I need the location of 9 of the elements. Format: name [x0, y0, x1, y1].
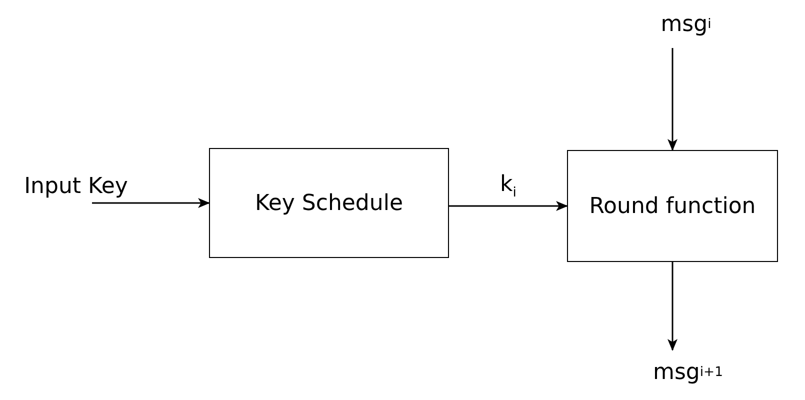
process-box: [209, 148, 449, 258]
arrow: [668, 262, 678, 351]
arrow: [449, 201, 568, 211]
text-label: Input Key: [8, 170, 144, 202]
arrow: [92, 198, 210, 208]
process-box: [567, 150, 778, 262]
box-label: Key Schedule: [255, 190, 403, 216]
box-label: Round function: [589, 194, 756, 218]
arrow: [668, 48, 678, 151]
